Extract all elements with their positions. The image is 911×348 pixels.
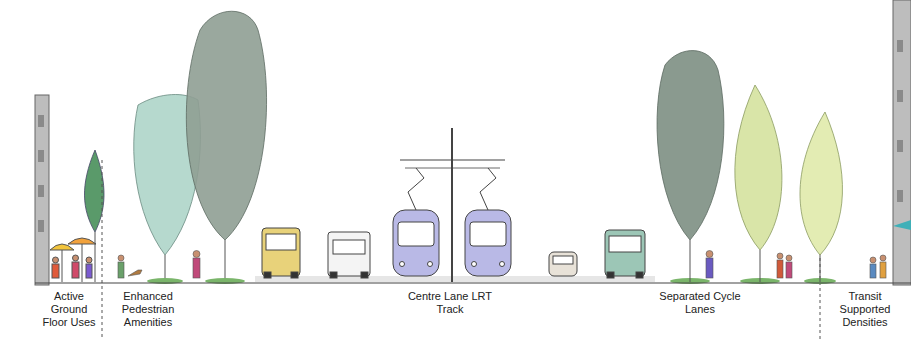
tree-trunk: [820, 255, 821, 282]
building-facade: [35, 95, 49, 285]
zone-divider: [102, 160, 103, 340]
awning: [893, 220, 911, 230]
pedestrians: [118, 251, 200, 279]
tree-trunk: [225, 240, 226, 282]
cafe-umbrellas: [50, 238, 96, 282]
section-label: Centre Lane LRT Track: [405, 290, 495, 316]
tree: [800, 112, 842, 255]
tree: [84, 150, 104, 232]
lrt-tram: [393, 210, 511, 276]
tree-trunk: [760, 250, 761, 282]
bus: [262, 228, 300, 278]
ground-line: [35, 282, 911, 283]
pedestrians: [706, 251, 886, 279]
bus: [605, 230, 645, 278]
tree-trunk: [165, 255, 166, 282]
section-label: Active Ground Floor Uses: [40, 290, 98, 329]
tree-trunk: [690, 240, 691, 282]
car: [549, 252, 577, 276]
building-windows: [38, 115, 44, 232]
road-surface: [255, 276, 655, 282]
truck: [328, 232, 370, 278]
tree: [186, 11, 266, 240]
tree-trunk: [95, 232, 96, 282]
tree: [735, 85, 782, 250]
section-label: Enhanced Pedestrian Amenities: [108, 290, 188, 329]
building-facade: [893, 0, 911, 285]
section-label: Separated Cycle Lanes: [645, 290, 755, 316]
building-windows: [897, 40, 903, 202]
section-label: Transit Supported Densities: [826, 290, 904, 329]
tree: [657, 51, 724, 240]
